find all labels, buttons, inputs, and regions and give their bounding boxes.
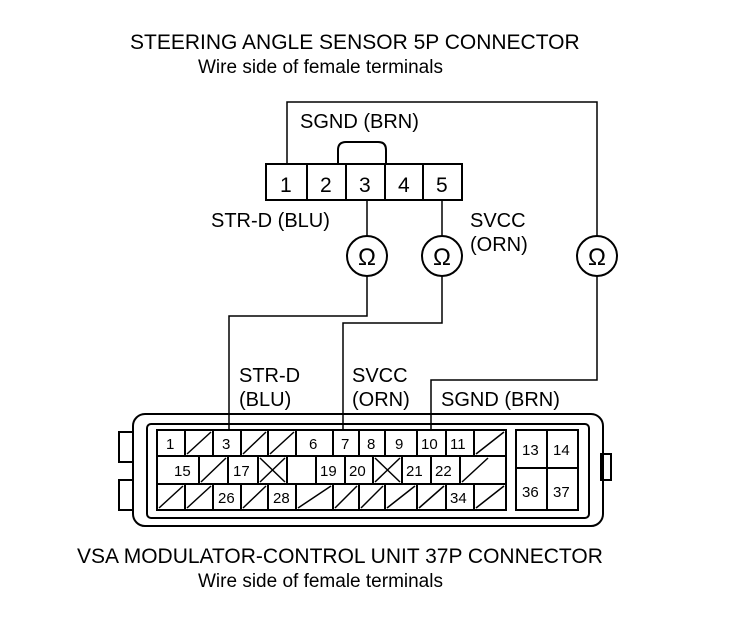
ohmmeter-strd: Ω [346,235,388,277]
strd-wire-lower [228,276,368,430]
row3-blanks [158,485,505,509]
pin-number: 28 [273,490,290,507]
pin-number: 19 [320,463,337,480]
ohmmeter-sgnd: Ω [576,235,618,277]
pin-number: 21 [406,463,423,480]
pin-number: 17 [233,463,250,480]
top-pin: 5 [436,174,448,197]
row2-dividers [198,456,461,484]
sgnd-wire [286,101,598,236]
row3-dividers [184,484,475,510]
top-connector-subtitle: Wire side of female terminals [198,57,443,78]
bottom-connector-title: VSA MODULATOR-CONTROL UNIT 37P CONNECTOR [77,545,603,568]
wires [228,101,598,430]
pin-number: 1 [166,436,174,453]
pin-number: 3 [222,436,230,453]
sgnd-wire-lower [430,276,598,430]
top-pin: 4 [398,174,410,197]
pin-number: 11 [450,436,466,453]
label-strd-bottom-1: STR-D [239,365,300,387]
bottom-connector-subtitle: Wire side of female terminals [198,571,443,592]
pin-number: 13 [522,442,539,459]
pin-number: 37 [553,484,570,501]
pin-number: 22 [435,463,452,480]
row1-dividers [184,430,475,456]
pin-number: 6 [309,436,317,453]
row1-blanks [186,431,505,455]
pin-number: 20 [349,463,366,480]
label-svcc-bottom-1: SVCC [352,365,408,387]
pin-number: 14 [553,442,570,459]
pin-number: 36 [522,484,539,501]
label-sgnd-bottom: SGND (BRN) [441,389,560,411]
pin-number: 7 [341,436,349,453]
ohm-icon: Ω [433,244,451,271]
top-pin: 3 [359,174,371,197]
pin-number: 9 [395,436,403,453]
top-pin: 2 [320,174,332,197]
label-strd-top: STR-D (BLU) [211,210,330,232]
top-pin: 1 [280,174,292,197]
pin-number: 10 [421,436,438,453]
svcc-wire-lower [342,276,443,430]
pin-number: 8 [367,436,375,453]
label-strd-bottom-2: (BLU) [239,389,291,411]
ohmmeter-svcc: Ω [421,235,463,277]
steering-angle-sensor-connector: 1 2 3 4 5 [265,141,463,201]
label-svcc-bottom-2: (ORN) [352,389,410,411]
label-svcc-top-1: SVCC [470,210,526,232]
ohm-icon: Ω [588,244,606,271]
pin-number: 15 [174,463,191,480]
row2-blanks [200,457,489,483]
vsa-modulator-connector: 1 3 6 7 8 9 10 11 15 17 19 20 21 22 26 2… [118,413,612,527]
pin-number: 26 [218,490,235,507]
ohm-icon: Ω [358,244,376,271]
label-sgnd-top: SGND (BRN) [300,111,419,133]
top-connector-title: STEERING ANGLE SENSOR 5P CONNECTOR [130,31,580,54]
pin-number: 34 [450,490,467,507]
label-svcc-top-2: (ORN) [470,234,528,256]
